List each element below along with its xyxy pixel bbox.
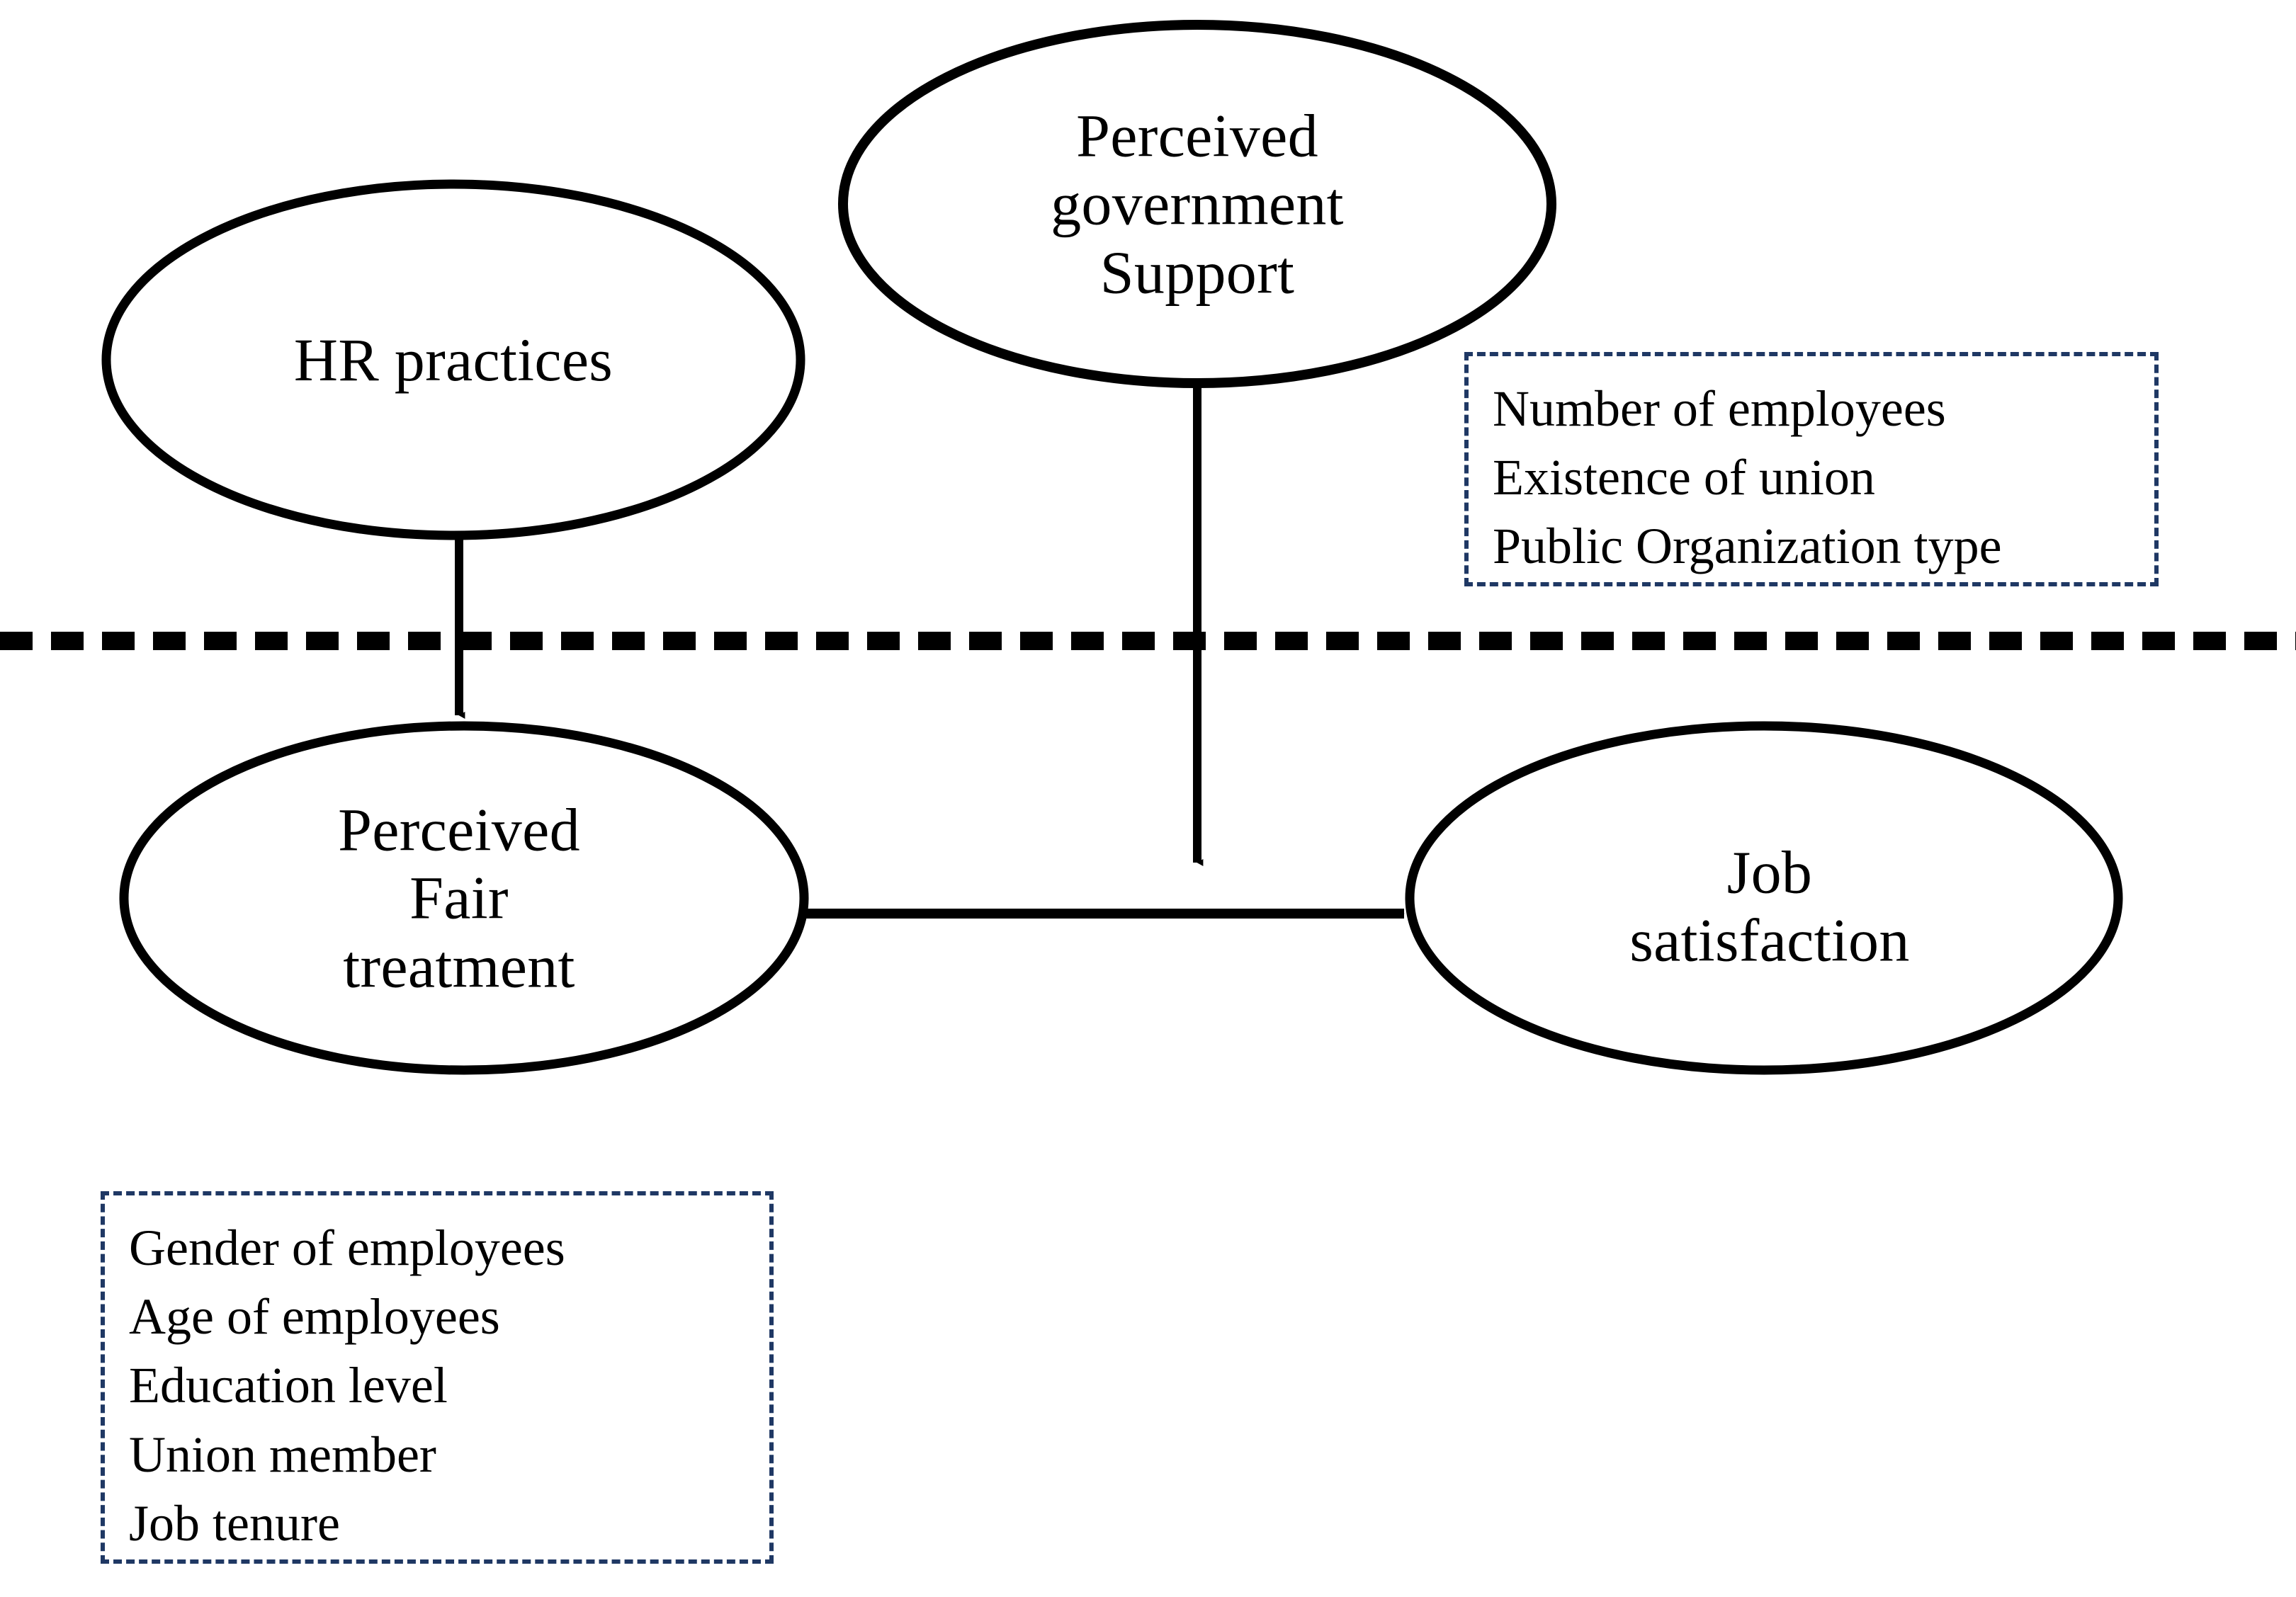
node-job-satisfaction[interactable] [1405, 721, 2123, 1075]
moderator-item: Number of employees [1493, 380, 1946, 437]
moderator-box-organization-level: Number of employees Existence of union P… [1464, 352, 2159, 586]
node-perceived-fair-treatment[interactable] [119, 721, 809, 1075]
moderator-item: Job tenure [129, 1494, 340, 1552]
moderator-item: Age of employees [129, 1288, 500, 1346]
moderator-item: Union member [129, 1426, 436, 1483]
moderator-item: Public Organization type [1493, 518, 2002, 575]
moderator-item: Gender of employees [129, 1220, 565, 1276]
moderator-box-individual-level: Gender of employees Age of employees Edu… [101, 1191, 774, 1564]
moderator-item: Existence of union [1493, 449, 1875, 506]
moderator-list-individual-level: Gender of employees Age of employees Edu… [105, 1195, 565, 1558]
moderator-item: Education level [129, 1357, 448, 1414]
node-perceived-government-support[interactable] [838, 20, 1556, 388]
node-hr-practices[interactable] [101, 179, 805, 540]
moderator-list-organization-level: Number of employees Existence of union P… [1469, 356, 2002, 581]
